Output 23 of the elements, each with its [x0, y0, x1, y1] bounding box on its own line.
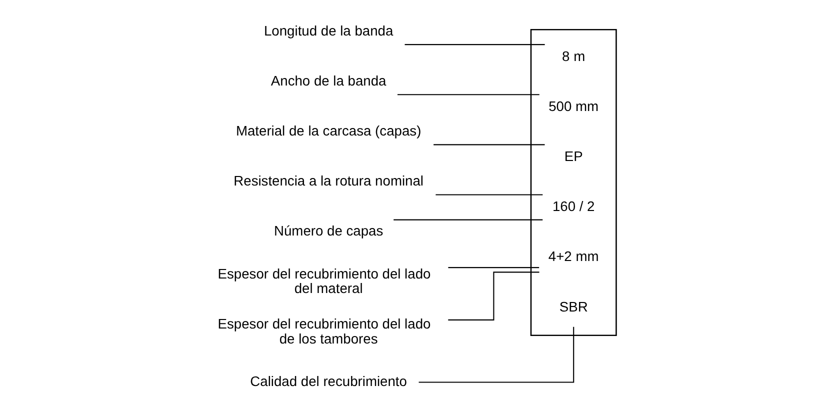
connector — [448, 272, 540, 320]
node-text: SBR — [559, 298, 588, 314]
connector — [404, 44, 545, 46]
node-text: EP — [564, 148, 583, 164]
connector — [448, 267, 540, 268]
connector — [436, 194, 543, 196]
connector — [397, 94, 540, 96]
connector — [434, 144, 545, 146]
node-text: Número de capas — [274, 222, 384, 239]
node-text: Ancho de la banda — [270, 72, 386, 88]
connector — [418, 326, 574, 383]
node-text: 4+2 mm — [548, 248, 599, 264]
node-text: 8 m — [562, 48, 586, 64]
cluster — [530, 28, 617, 336]
node-text: Longitud de la banda — [264, 22, 394, 38]
node-text: Espesor del recubrimiento del lado del materal — [218, 265, 431, 296]
node-text: 160 / 2 — [552, 198, 595, 214]
node-text: Calidad del recubrimiento — [250, 372, 407, 389]
node-text: Espesor del recubrimiento del lado de los tambores — [218, 315, 431, 346]
node-text: 500 mm — [548, 98, 599, 114]
node-text: Resistencia a la rotura nominal — [234, 172, 424, 189]
connector — [394, 219, 543, 220]
node-text: Material de la carcasa (capas) — [236, 122, 422, 139]
